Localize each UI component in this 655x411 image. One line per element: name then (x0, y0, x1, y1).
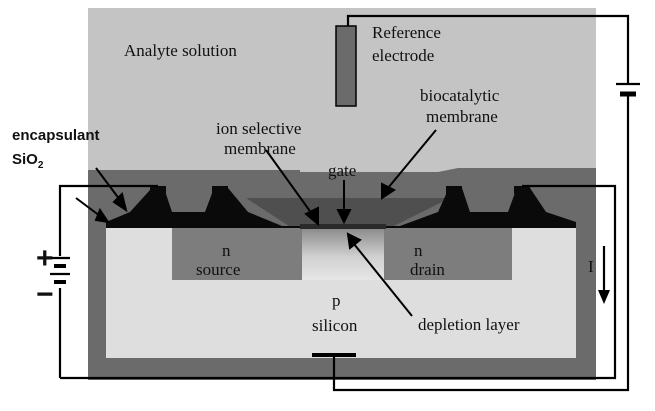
contact-pad-3 (446, 186, 462, 194)
label-drain: drain (410, 260, 445, 279)
contact-pad-4 (514, 186, 530, 194)
label-n-drain: n (414, 241, 423, 260)
reference-electrode (335, 25, 357, 107)
label-analyte-solution: Analyte solution (124, 41, 237, 60)
label-current: I (588, 257, 594, 276)
label-reference-line1: Reference (372, 23, 441, 42)
arrow-gate-head (336, 209, 352, 225)
label-sio2: SiO2 (12, 151, 44, 171)
label-reference-line2: electrode (372, 46, 434, 65)
arrow-sio2-head (94, 207, 111, 224)
label-depletion-layer: depletion layer (418, 315, 520, 334)
drain-wire (60, 184, 617, 380)
label-battery-plus: + (36, 242, 54, 275)
label-ion-selective-line1: ion selective (216, 119, 301, 138)
arrow-depletion-head (346, 232, 362, 250)
arrow-sio2-line (75, 197, 101, 217)
arrow-encap-head (112, 192, 128, 213)
source-region (172, 228, 302, 280)
source-wire (58, 184, 158, 256)
drain-region (384, 228, 512, 280)
label-source: source (196, 260, 240, 279)
label-sio2-main: SiO (12, 151, 38, 168)
bottom-contact-bar (312, 353, 356, 357)
label-encapsulant: encapsulant (12, 127, 100, 144)
label-n-source: n (222, 241, 231, 260)
arrow-biocat-line (387, 129, 437, 189)
label-sio2-subscript: 2 (38, 160, 44, 171)
arrow-encap-line (95, 167, 121, 201)
contact-pad-2 (212, 186, 228, 194)
reference-wire (346, 14, 630, 84)
gate-layer (300, 224, 386, 229)
arrow-ionsel-head (304, 206, 319, 227)
channel-depletion (302, 228, 384, 280)
label-p: p (332, 291, 341, 310)
arrow-depletion-line (353, 243, 413, 317)
label-silicon: silicon (312, 316, 358, 335)
annotation-arrows (75, 129, 437, 317)
contact-pad-1 (150, 186, 166, 194)
label-gate: gate (328, 161, 356, 180)
current-arrow-head (598, 290, 610, 304)
label-battery-minus: − (36, 278, 54, 311)
circuit-wires (58, 14, 630, 392)
battery-right-wire (332, 96, 630, 392)
label-ion-selective-line2: membrane (224, 139, 296, 158)
arrow-biocat-head (381, 182, 396, 200)
sio2-contact-layer (106, 188, 576, 228)
label-biocatalytic-line2: membrane (426, 107, 498, 126)
arrow-ionsel-line (265, 149, 313, 215)
label-biocatalytic-line1: biocatalytic (420, 86, 500, 105)
